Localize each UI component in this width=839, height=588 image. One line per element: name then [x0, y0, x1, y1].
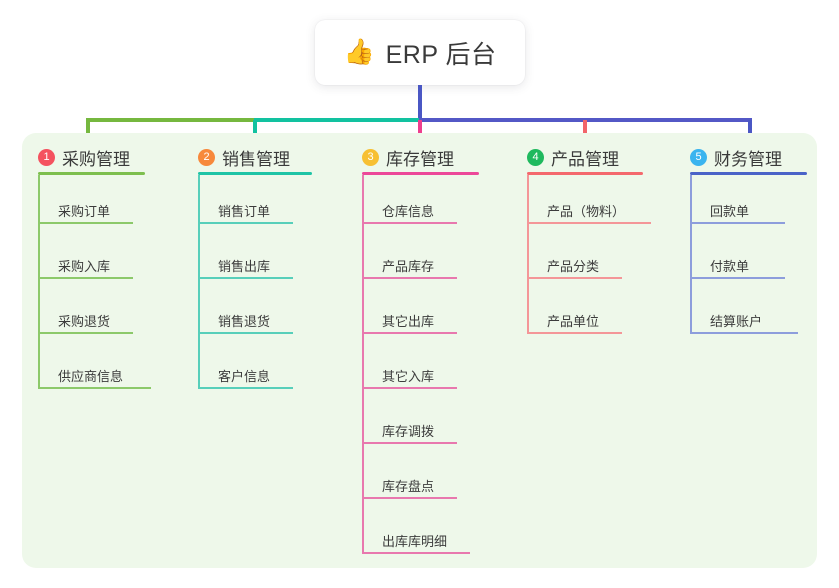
column-rule-1 [38, 172, 145, 175]
leaf-label: 客户信息 [218, 369, 271, 384]
column-title-3: 库存管理 [386, 150, 454, 169]
leaf-label: 其它入库 [382, 369, 435, 384]
leaf-rule [38, 332, 133, 334]
column-title-4: 产品管理 [551, 150, 619, 169]
leaf-rule [362, 552, 470, 554]
leaf-label: 销售订单 [218, 204, 271, 219]
column-title-2: 销售管理 [222, 150, 290, 169]
leaf-label: 产品库存 [382, 259, 435, 274]
column-rule-5 [690, 172, 807, 175]
leaf-rule [690, 332, 798, 334]
column-badge-1: 1 [38, 149, 55, 166]
leaf-rule [527, 332, 622, 334]
leaf-label: 销售出库 [218, 259, 271, 274]
leaf-label: 其它出库 [382, 314, 435, 329]
column-trunk-5 [690, 175, 692, 332]
column-rule-3 [362, 172, 479, 175]
leaf-rule [362, 387, 457, 389]
modules-panel: 1 采购管理 采购订单 采购入库 采购退货 供应商信息 [22, 133, 817, 568]
leaf-label: 采购入库 [58, 259, 111, 274]
root-node-card[interactable]: 👍 ERP 后台 [315, 20, 525, 85]
leaf-rule [38, 387, 151, 389]
column-header-4[interactable]: 4 产品管理 [527, 145, 619, 170]
leaf-label: 仓库信息 [382, 204, 435, 219]
column-title-5: 财务管理 [714, 150, 782, 169]
leaf-label: 采购订单 [58, 204, 111, 219]
column-rule-4 [527, 172, 643, 175]
leaf-label: 库存调拨 [382, 424, 435, 439]
column-header-2[interactable]: 2 销售管理 [198, 145, 290, 170]
column-badge-5: 5 [690, 149, 707, 166]
column-trunk-2 [198, 175, 200, 387]
column-header-5[interactable]: 5 财务管理 [690, 145, 782, 170]
leaf-label: 采购退货 [58, 314, 111, 329]
leaf-label: 销售退货 [218, 314, 271, 329]
column-header-1[interactable]: 1 采购管理 [38, 145, 130, 170]
column-rule-2 [198, 172, 312, 175]
leaf-rule [198, 387, 293, 389]
leaf-rule [198, 222, 293, 224]
leaf-rule [198, 332, 293, 334]
leaf-rule [690, 277, 785, 279]
leaf-label: 产品分类 [547, 259, 600, 274]
thumbs-up-icon: 👍 [343, 38, 375, 66]
leaf-rule [198, 277, 293, 279]
leaf-rule [527, 222, 651, 224]
leaf-rule [362, 222, 457, 224]
leaf-rule [362, 497, 457, 499]
column-trunk-4 [527, 175, 529, 332]
leaf-label: 回款单 [710, 204, 750, 219]
leaf-label: 产品（物料） [547, 204, 626, 219]
leaf-rule [362, 332, 457, 334]
leaf-label: 结算账户 [710, 314, 763, 329]
column-badge-4: 4 [527, 149, 544, 166]
column-trunk-3 [362, 175, 364, 552]
column-header-3[interactable]: 3 库存管理 [362, 145, 454, 170]
leaf-label: 出库库明细 [382, 534, 448, 549]
leaf-rule [362, 442, 457, 444]
leaf-rule [38, 277, 133, 279]
leaf-label: 供应商信息 [58, 369, 124, 384]
leaf-label: 产品单位 [547, 314, 600, 329]
column-trunk-1 [38, 175, 40, 387]
column-badge-3: 3 [362, 149, 379, 166]
column-badge-2: 2 [198, 149, 215, 166]
leaf-label: 付款单 [710, 259, 750, 274]
column-title-1: 采购管理 [62, 150, 130, 169]
leaf-rule [362, 277, 457, 279]
leaf-rule [527, 277, 622, 279]
leaf-label: 库存盘点 [382, 479, 435, 494]
root-node-title: ERP 后台 [385, 40, 497, 69]
leaf-rule [690, 222, 785, 224]
leaf-rule [38, 222, 133, 224]
